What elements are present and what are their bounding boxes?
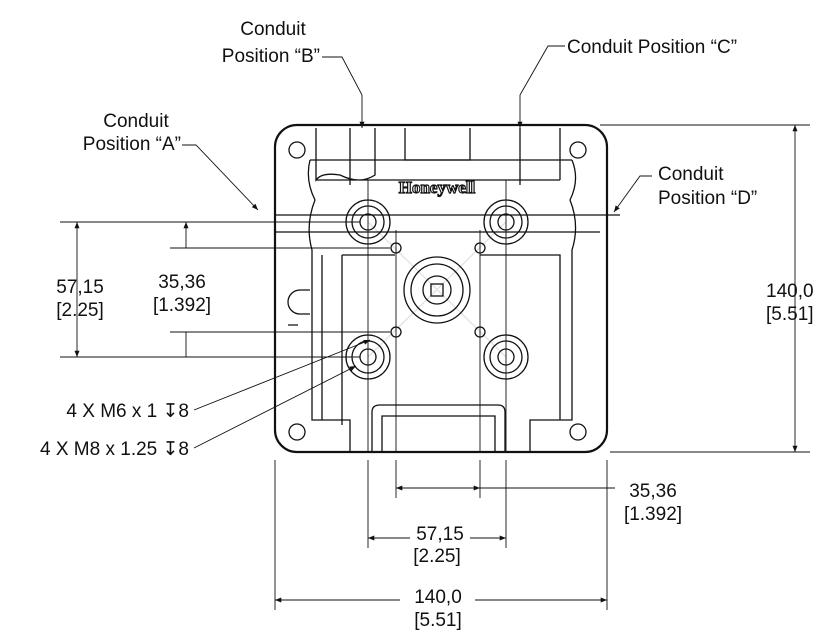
leader-lines	[182, 45, 652, 449]
conduit-b-label-2: Position “B”	[222, 46, 320, 67]
dim-bottom-inner-mm: 35,36	[629, 481, 677, 502]
conduit-a-label-2: Position “A”	[83, 134, 181, 155]
dim-left-outer-in: [2.25]	[56, 300, 104, 321]
thread-m6-label: 4 X M6 x 1 ↧8	[66, 401, 189, 422]
dim-bottom-width-mm: 140,0	[414, 587, 462, 608]
conduit-a-label-1: Conduit	[103, 111, 169, 132]
conduit-c-label: Conduit Position “C”	[567, 37, 737, 58]
thread-m8-label: 4 X M8 x 1.25 ↧8	[40, 439, 189, 460]
conduit-b-label-1: Conduit	[240, 19, 306, 40]
brand-logo: Honeywell	[399, 178, 476, 197]
dim-left-inner-in: [1.392]	[153, 295, 211, 316]
actuator-body: Honeywell	[273, 123, 620, 454]
conduit-d-label-1: Conduit	[658, 164, 724, 185]
dim-bottom-inner-in: [1.392]	[624, 504, 682, 525]
corner-holes	[288, 141, 587, 441]
dim-left-outer-mm: 57,15	[56, 277, 104, 298]
conduit-d-label-2: Position “D”	[658, 188, 757, 209]
dim-bottom-mid-mm: 57,15	[416, 524, 464, 545]
dim-bottom-mid-in: [2.25]	[413, 546, 461, 567]
mounting-cross	[345, 199, 529, 380]
dim-right-height-mm: 140,0	[766, 281, 814, 302]
dimension-lines	[60, 124, 810, 610]
dim-bottom-width-in: [5.51]	[414, 610, 462, 631]
dim-right-height-in: [5.51]	[766, 304, 814, 325]
dim-left-inner-mm: 35,36	[158, 272, 206, 293]
